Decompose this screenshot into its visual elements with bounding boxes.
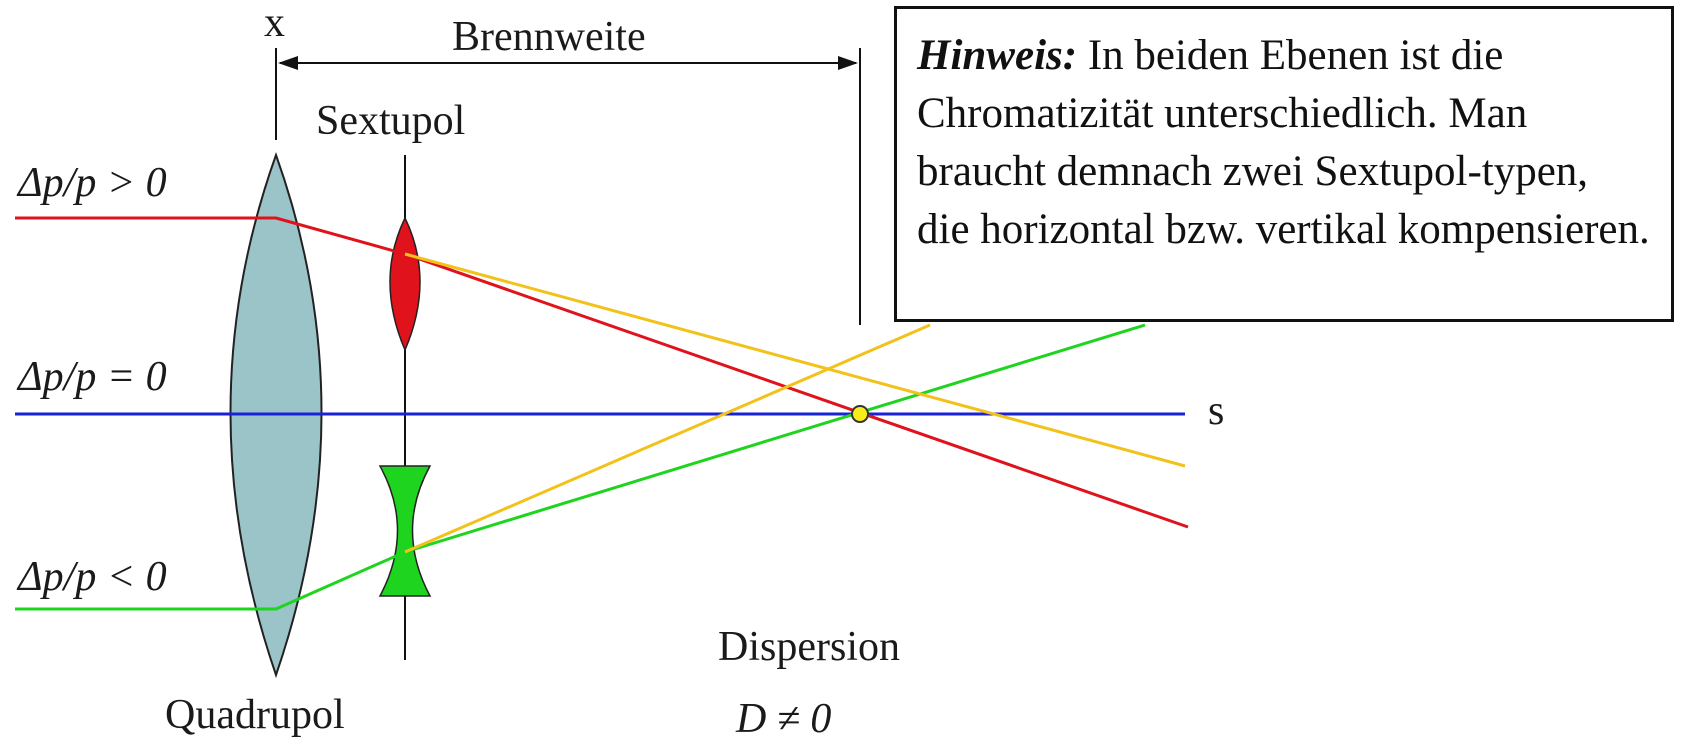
note-text: In beiden Ebenen ist die Chromatizität u… (917, 32, 1650, 253)
sextupole-label: Sextupol (316, 98, 465, 144)
arrow-head-left-icon (278, 56, 298, 70)
note-heading: Hinweis: (917, 32, 1078, 79)
ray-corrected-positive (404, 252, 1186, 468)
s-axis-label: s (1208, 388, 1224, 434)
dispersion-value: D ≠ 0 (735, 696, 831, 742)
momentum-positive-label: Δp/p > 0 (16, 160, 167, 206)
note-box: Hinweis: In beiden Ebenen ist die Chroma… (894, 6, 1674, 322)
x-axis-label: x (264, 0, 285, 46)
momentum-zero-label: Δp/p = 0 (16, 354, 167, 400)
ray-corrected-negative (404, 323, 931, 554)
quadrupole-label: Quadrupol (165, 692, 345, 738)
ray-momentum-positive (15, 216, 1189, 529)
sextupole-defocusing-lens-icon (378, 465, 432, 597)
momentum-negative-label: Δp/p < 0 (16, 554, 167, 600)
focus-point-icon (851, 405, 869, 423)
dispersion-label: Dispersion (718, 624, 900, 670)
ray-momentum-negative (15, 323, 1146, 611)
arrow-head-right-icon (838, 56, 858, 70)
sextupole-focusing-lens-icon (389, 216, 421, 352)
focal-length-label: Brennweite (452, 14, 646, 60)
